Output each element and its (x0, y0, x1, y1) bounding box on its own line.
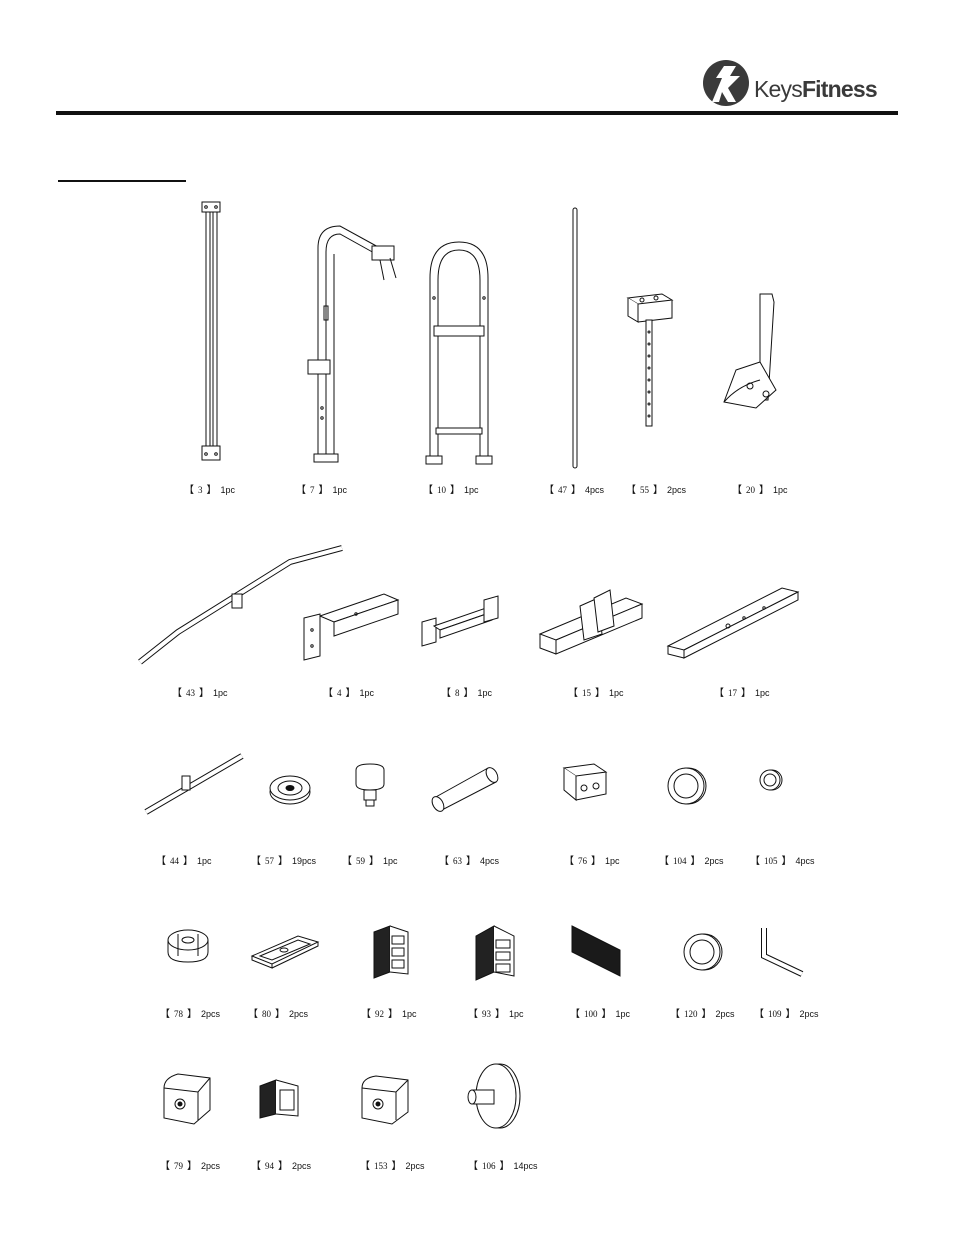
part-17-illustration (664, 584, 800, 660)
part-100-illustration (568, 922, 624, 978)
part-92-label: 【92】1pc (361, 1005, 417, 1020)
part-59-illustration (352, 762, 388, 808)
part-43-label: 【43】1pc (172, 684, 228, 699)
part-80-label: 【80】2pcs (248, 1005, 308, 1020)
part-120-illustration (680, 930, 724, 974)
part-76-label: 【76】1pc (564, 852, 620, 867)
part-7-illustration (300, 218, 406, 466)
part-10-illustration (422, 238, 496, 470)
keys-fitness-logo: KeysFitness (702, 56, 898, 112)
part-78-label: 【78】2pcs (160, 1005, 220, 1020)
part-153-illustration (358, 1072, 414, 1128)
part-47-illustration (570, 206, 580, 470)
part-120-label: 【120】2pcs (670, 1005, 735, 1020)
part-63-illustration (426, 762, 500, 812)
part-105-illustration (758, 768, 784, 792)
part-94-illustration (256, 1076, 302, 1120)
part-8-label: 【8】1pc (441, 684, 492, 699)
part-57-illustration (268, 774, 312, 806)
part-78-illustration (164, 926, 212, 966)
brand-name-light: Keys (754, 76, 802, 102)
part-47-label: 【47】4pcs (544, 481, 604, 496)
part-8-illustration (418, 592, 504, 650)
brand-name: KeysFitness (754, 76, 877, 103)
part-17-label: 【17】1pc (714, 684, 770, 699)
part-20-illustration (716, 290, 782, 414)
part-59-label: 【59】1pc (342, 852, 398, 867)
header-rule (56, 111, 898, 115)
runner-logo-icon (702, 56, 750, 108)
part-76-illustration (560, 760, 610, 804)
part-7-label: 【7】1pc (296, 481, 347, 496)
part-3-illustration (196, 198, 226, 464)
part-63-label: 【63】4pcs (439, 852, 499, 867)
part-44-illustration (142, 752, 246, 818)
part-55-label: 【55】2pcs (626, 481, 686, 496)
part-10-label: 【10】1pc (423, 481, 479, 496)
part-94-label: 【94】2pcs (251, 1157, 311, 1172)
part-4-illustration (300, 590, 402, 662)
part-79-illustration (160, 1070, 216, 1128)
part-44-label: 【44】1pc (156, 852, 212, 867)
part-55-illustration (624, 288, 676, 430)
part-106-illustration (462, 1060, 524, 1132)
part-93-illustration (472, 922, 518, 982)
part-104-illustration (664, 764, 710, 808)
brand-name-bold: Fitness (802, 76, 877, 102)
part-4-label: 【4】1pc (323, 684, 374, 699)
part-104-label: 【104】2pcs (659, 852, 724, 867)
part-106-label: 【106】14pcs (468, 1157, 538, 1172)
part-57-label: 【57】19pcs (251, 852, 316, 867)
part-153-label: 【153】2pcs (360, 1157, 425, 1172)
part-100-label: 【100】1pc (570, 1005, 630, 1020)
part-15-illustration (536, 582, 646, 660)
part-109-illustration (756, 924, 812, 980)
part-92-illustration (370, 922, 412, 980)
part-15-label: 【15】1pc (568, 684, 624, 699)
part-105-label: 【105】4pcs (750, 852, 815, 867)
part-3-label: 【3】1pc (184, 481, 235, 496)
section-heading-underline (58, 180, 186, 182)
part-80-illustration (248, 930, 322, 970)
part-109-label: 【109】2pcs (754, 1005, 819, 1020)
part-79-label: 【79】2pcs (160, 1157, 220, 1172)
part-93-label: 【93】1pc (468, 1005, 524, 1020)
part-20-label: 【20】1pc (732, 481, 788, 496)
